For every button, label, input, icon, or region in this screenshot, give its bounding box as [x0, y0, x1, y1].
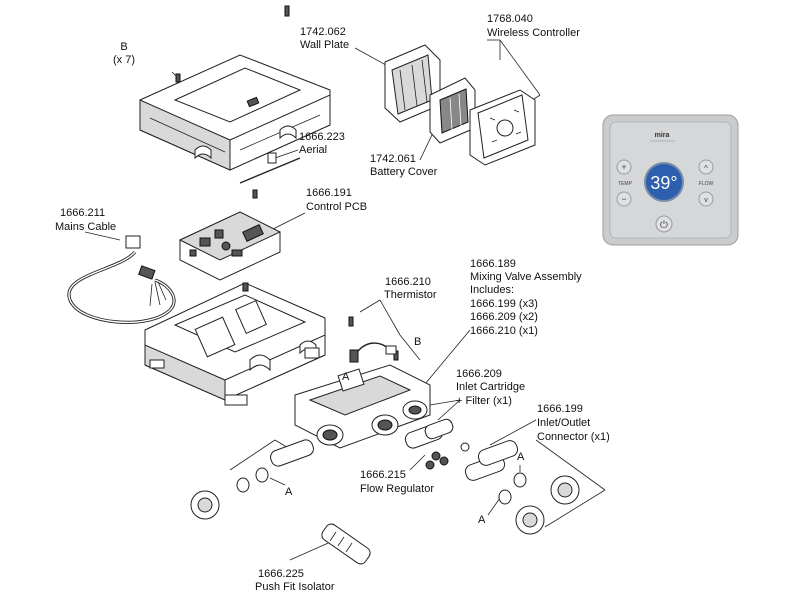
label-a-marker: A [342, 371, 350, 383]
mains-cable [67, 235, 176, 324]
label-thermistor-code: 1666.210 [385, 276, 431, 288]
push-fit-isolator-part [321, 523, 371, 565]
temperature-readout: 39° [650, 173, 677, 193]
controller-brand: mira [655, 132, 670, 139]
label-mains-cable-name: Mains Cable [55, 221, 116, 233]
label-battery-cover-code: 1742.061 [370, 153, 416, 165]
label-screw-b7-code: B [120, 41, 127, 53]
label-screw-b7-qty: (x 7) [113, 54, 135, 66]
inlet-cartridge-part [270, 418, 454, 467]
label-battery-cover-name: Battery Cover [370, 166, 438, 178]
wall-plate [384, 44, 441, 123]
wireless-controller-front: mira 39° + TEMP − ^ FLOW v ⏻ [602, 114, 739, 246]
flow-label: FLOW [699, 181, 714, 187]
label-aerial-code: 1666.223 [299, 131, 345, 143]
label-aerial-name: Aerial [299, 144, 327, 156]
label-a-marker: A [285, 486, 293, 498]
top-cover [139, 54, 331, 171]
label-wireless-controller-name: Wireless Controller [487, 27, 580, 39]
base-enclosure [144, 282, 326, 406]
label-push-fit-name: Push Fit Isolator [255, 581, 335, 593]
label-mixing-valve-item: 1666.199 (x3) [470, 298, 538, 310]
temp-down-icon: − [621, 194, 626, 204]
power-icon: ⏻ [660, 220, 668, 231]
flow-up-button[interactable] [698, 159, 714, 175]
label-push-fit-code: 1666.225 [258, 568, 304, 580]
label-inlet-cartridge-line2: + Filter (x1) [456, 395, 512, 407]
label-mixing-valve-includes: Includes: [470, 284, 514, 296]
label-inlet-outlet-code: 1666.199 [537, 403, 583, 415]
label-flow-regulator-code: 1666.215 [360, 469, 406, 481]
aerial-part [239, 152, 301, 184]
label-mixing-valve-item: 1666.209 (x2) [470, 311, 538, 323]
flow-down-icon: v [704, 197, 708, 204]
flow-regulator-part [425, 442, 470, 470]
temp-label: TEMP [618, 181, 633, 187]
temp-up-icon: + [621, 162, 626, 172]
label-flow-regulator-name: Flow Regulator [360, 483, 434, 495]
label-a-marker: A [478, 514, 486, 526]
label-mains-cable-code: 1666.211 [60, 207, 105, 219]
label-wall-plate-code: 1742.062 [300, 26, 346, 38]
temp-up-button[interactable] [616, 159, 632, 175]
label-inlet-outlet-line2: Connector (x1) [537, 431, 610, 443]
controller-side-view [469, 89, 536, 166]
label-control-pcb-code: 1666.191 [306, 187, 352, 199]
label-inlet-cartridge-code: 1666.209 [456, 368, 502, 380]
temp-down-button[interactable] [616, 191, 632, 207]
inlet-outlet-connector-part [190, 440, 580, 535]
flow-down-button[interactable] [698, 191, 714, 207]
flow-up-icon: ^ [704, 164, 708, 173]
label-inlet-outlet-line1: Inlet/Outlet [537, 417, 590, 429]
mixing-valve [294, 364, 431, 449]
label-mixing-valve-code: 1666.189 [470, 258, 516, 270]
label-wireless-controller-code: 1768.040 [487, 13, 533, 25]
label-thermistor-name: Thermistor [384, 289, 437, 301]
o-rings [236, 467, 527, 505]
power-button[interactable] [655, 215, 673, 233]
label-wall-plate-name: Wall Plate [300, 39, 349, 51]
battery-cover [429, 77, 476, 144]
part-labels: B (x 7) 1742.062 Wall Plate 1768.040 Wir… [55, 13, 610, 593]
label-control-pcb-name: Control PCB [306, 201, 367, 213]
label-a-marker: A [517, 451, 525, 463]
label-screw-b: B [414, 336, 421, 348]
label-inlet-cartridge-line1: Inlet Cartridge [456, 381, 525, 393]
controller-display [644, 162, 684, 202]
screw-group [175, 5, 399, 361]
control-pcb [178, 211, 282, 281]
label-mixing-valve-name: Mixing Valve Assembly [470, 271, 582, 283]
thermistor-part [349, 342, 397, 363]
label-mixing-valve-item: 1666.210 (x1) [470, 325, 538, 337]
